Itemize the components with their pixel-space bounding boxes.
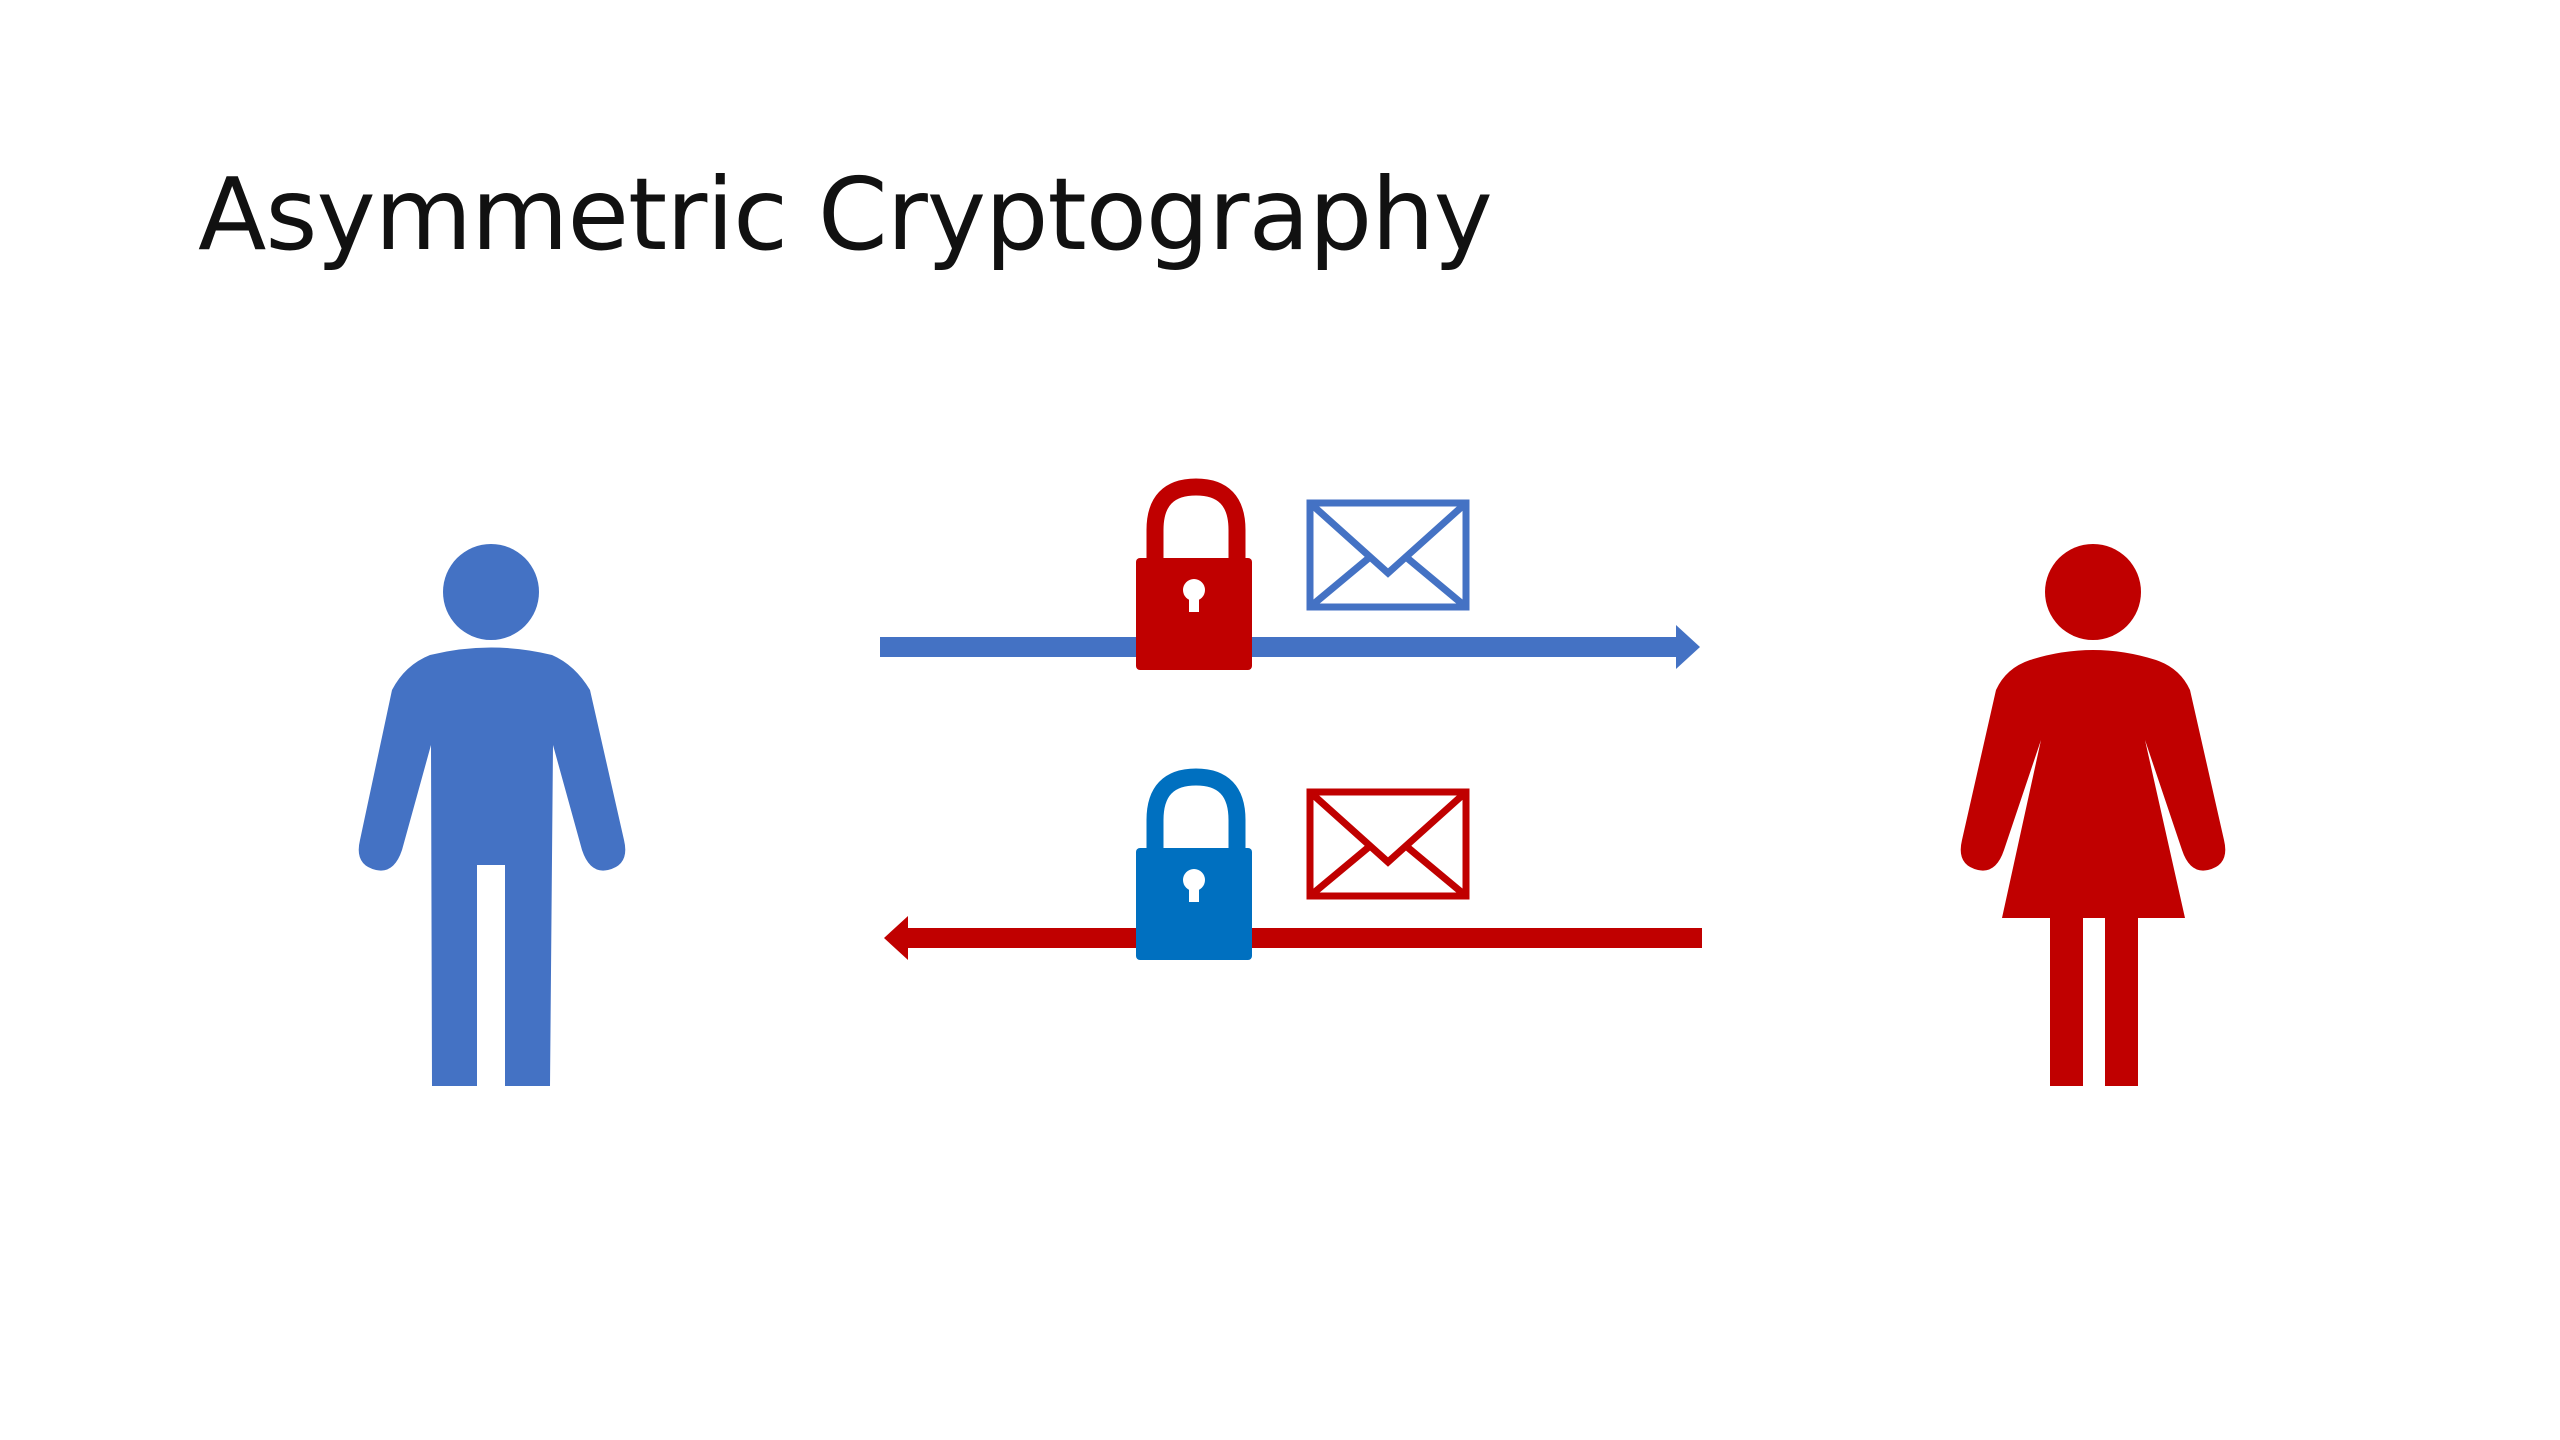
arrow-right-icon — [880, 625, 1700, 669]
arrow-left-icon — [884, 916, 1702, 960]
page-title: Asymmetric Cryptography — [198, 156, 1493, 273]
envelope-icon — [1306, 788, 1470, 900]
envelope-icon — [1306, 499, 1470, 611]
padlock-icon — [1136, 478, 1252, 670]
padlock-icon — [1136, 768, 1252, 960]
man-icon — [358, 544, 626, 1086]
woman-icon — [1960, 544, 2226, 1086]
